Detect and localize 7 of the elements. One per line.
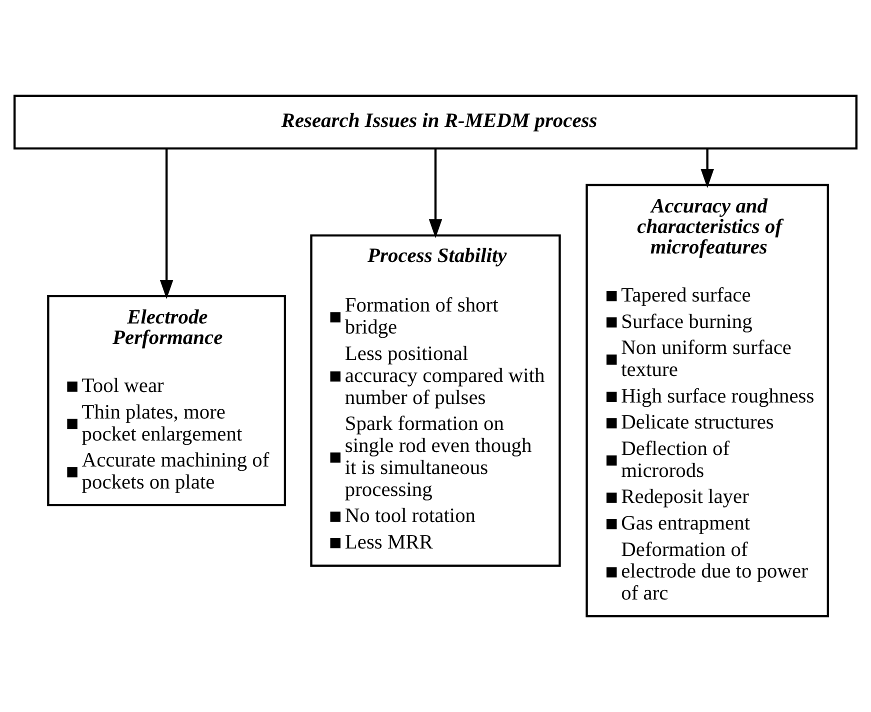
node-box: Electrode Performance Tool wear Thin plates, more pocket enlargement Accurate machining of pockets on plate xyxy=(47,294,286,506)
arrow xyxy=(428,148,442,238)
arrow xyxy=(700,148,714,188)
node-box: Accuracy and characteristics of microfeatures Tapered surface Surface burning Non uniform surface texture High surface roughness Delicate structures Deflection of microrods Redeposit layer Gas entrapment Deformation of electrode due to power of arc xyxy=(586,184,830,618)
node-box: Research Issues in R-MEDM process xyxy=(13,94,858,150)
node-box: Process Stability Formation of short bridge Less positional accuracy compared with number of pulses Spark formation on single rod even though it is simultaneous processing No tool rotation Less MRR xyxy=(310,234,561,567)
arrow xyxy=(160,148,174,300)
